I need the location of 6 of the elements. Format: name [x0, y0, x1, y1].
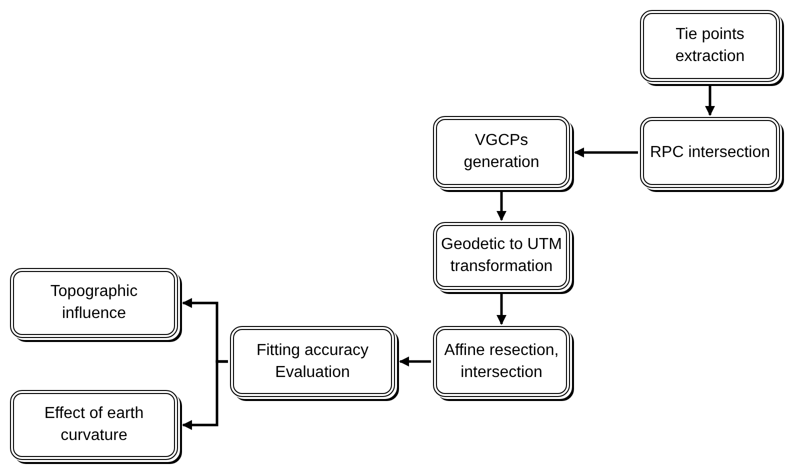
- arrow: [496, 293, 506, 325]
- arrow: [496, 191, 506, 221]
- arrow: [399, 356, 431, 366]
- arrow: [182, 360, 228, 430]
- arrow: [574, 148, 638, 158]
- arrow: [705, 85, 715, 116]
